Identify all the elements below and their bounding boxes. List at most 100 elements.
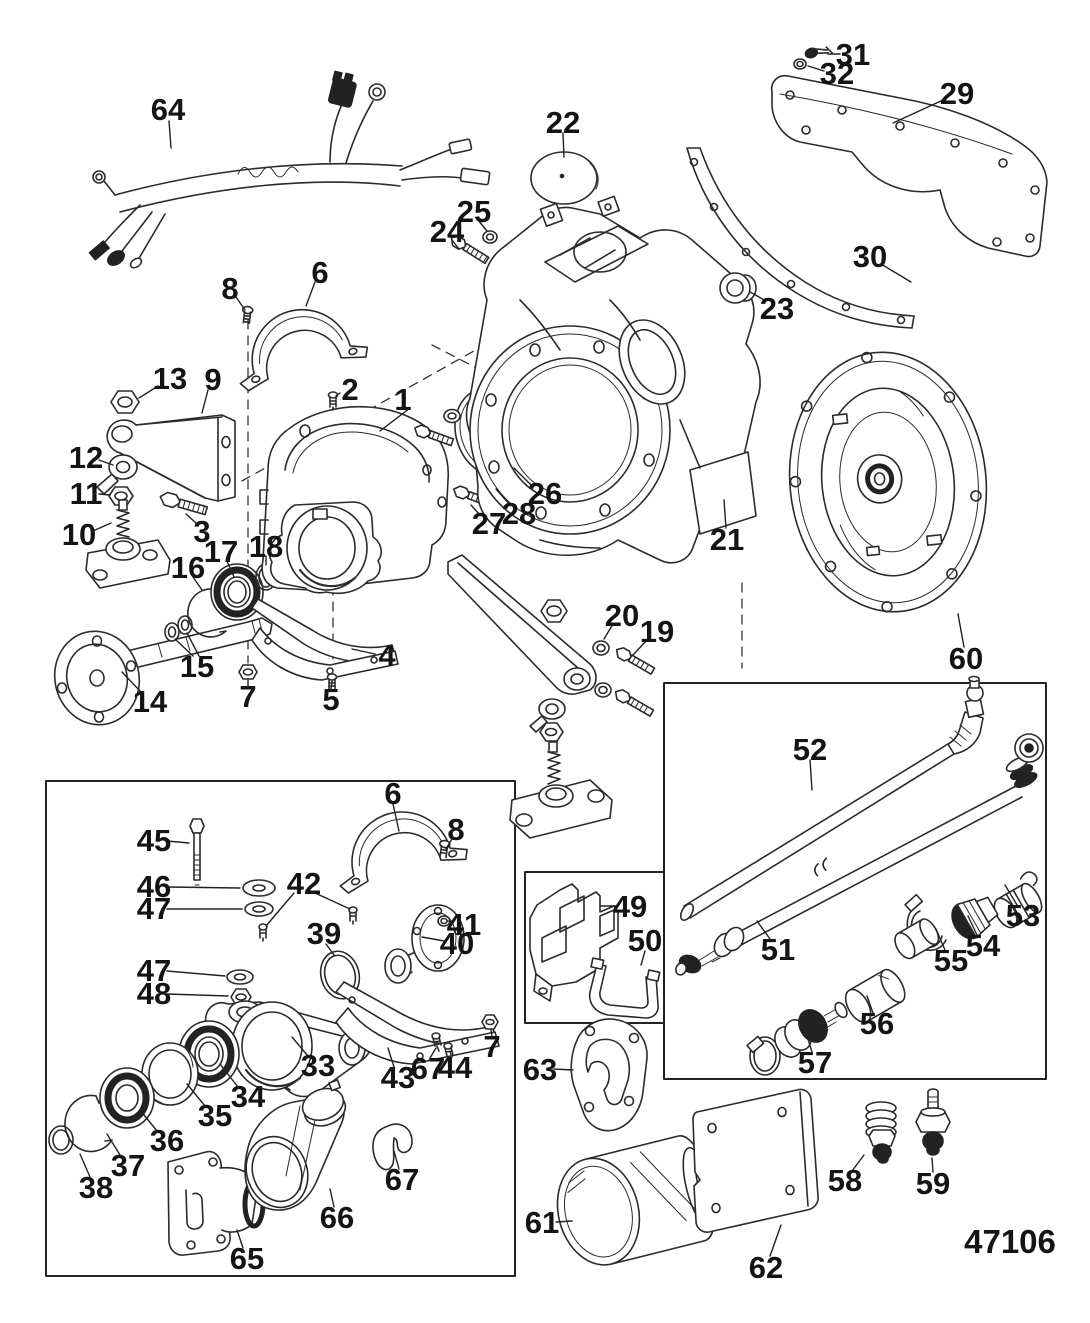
callout-3: 3 [193, 514, 210, 549]
part-8-screw-upper [241, 305, 254, 325]
part-31-screw [804, 46, 834, 59]
leader-line-11 [98, 493, 111, 496]
callout-54: 54 [966, 928, 1001, 963]
part-49-bracket [529, 883, 619, 1002]
callout-2: 2 [341, 372, 358, 407]
group-box-1 [45, 780, 516, 1277]
leader-line-39 [325, 943, 335, 956]
callout-29: 29 [940, 76, 974, 111]
part-rear-mount-locknut [539, 722, 564, 742]
callout-47: 47 [137, 891, 171, 926]
callout-7: 7 [239, 679, 256, 714]
callout-45: 45 [137, 823, 171, 858]
callout-16: 16 [171, 550, 205, 585]
part-20-washer [592, 640, 610, 656]
callout-46: 46 [137, 869, 171, 904]
callout-31: 31 [836, 37, 870, 72]
leader-line-8 [235, 296, 246, 311]
leader-line-55 [935, 928, 946, 951]
part-28-washer-upper [443, 408, 461, 424]
leader-line-47 [166, 970, 226, 977]
part-42-screws [258, 906, 358, 942]
callout-19: 19 [640, 614, 674, 649]
leader-line-61 [555, 1220, 573, 1223]
callout-5: 5 [322, 682, 339, 717]
callout-25: 25 [457, 194, 491, 229]
part-rear-mount-bracket [447, 554, 597, 695]
part-35-sleeve [141, 1042, 199, 1106]
part-53-fitting [993, 871, 1043, 929]
callout-24: 24 [430, 214, 465, 249]
callout-60: 60 [949, 641, 983, 676]
part-52-hose [679, 675, 985, 921]
callout-22: 22 [546, 105, 580, 140]
leader-line-32 [807, 65, 825, 72]
part-5-screw [326, 673, 338, 690]
callout-18: 18 [249, 529, 283, 564]
leader-line-67 [393, 1150, 400, 1170]
part-10-engine-mount [85, 499, 171, 589]
part-50-clamp [588, 957, 661, 1019]
callout-50: 50 [628, 923, 662, 958]
part-24-bolt [450, 235, 490, 265]
leader-line-43 [387, 1047, 395, 1068]
part-7-nut [238, 664, 258, 680]
part-67-screw [431, 1032, 442, 1052]
leader-line-51 [756, 920, 771, 940]
leader-line-26 [513, 467, 534, 488]
callout-39: 39 [307, 916, 341, 951]
leader-line-35 [186, 1083, 206, 1107]
leader-line-62 [769, 1224, 782, 1257]
leader-line-36 [139, 1109, 158, 1132]
leader-line-27 [470, 504, 481, 516]
callout-67: 67 [385, 1162, 419, 1197]
part-17-bearing [210, 563, 264, 621]
callout-30: 30 [853, 239, 887, 274]
group-box-3 [663, 682, 1047, 1080]
callout-53: 53 [1006, 898, 1040, 933]
part-45-long-bolt [189, 818, 205, 886]
leader-line-6 [392, 803, 400, 832]
callout-44: 44 [438, 1050, 473, 1085]
callout-43: 43 [381, 1060, 415, 1095]
callout-40: 40 [440, 926, 474, 961]
callout-33: 33 [301, 1048, 335, 1083]
part-3-bolt [159, 491, 209, 516]
leader-line-19 [631, 639, 648, 657]
leader-line-28 [495, 488, 511, 506]
leader-line-9 [201, 389, 209, 414]
callout-28: 28 [502, 496, 536, 531]
callout-6: 6 [384, 776, 401, 811]
leader-line-53 [1004, 884, 1018, 906]
leader-line-57 [806, 1035, 813, 1053]
leader-line-10 [92, 522, 112, 532]
part-43-shield [335, 981, 500, 1065]
leader-line-20 [603, 623, 614, 640]
callout-17: 17 [204, 534, 238, 569]
part-30-gasket [686, 147, 915, 329]
callout-7: 7 [483, 1029, 500, 1064]
callout-10: 10 [62, 517, 96, 552]
part-rear-mount-nut [540, 599, 568, 623]
callout-55: 55 [934, 943, 968, 978]
callout-21: 21 [710, 522, 744, 557]
callout-23: 23 [760, 291, 794, 326]
callout-8: 8 [221, 271, 238, 306]
part-60-flex-plate [788, 351, 988, 613]
part-6-clamp-shell-upper [239, 308, 369, 392]
part-7-nut-b [481, 1014, 499, 1030]
leader-line-56 [866, 995, 874, 1014]
part-56-sleeves [844, 918, 940, 1024]
leader-line-67 [429, 1047, 437, 1059]
part-19-bolt-b [614, 689, 655, 717]
callout-49: 49 [613, 889, 647, 924]
leader-line-2 [335, 392, 341, 397]
leader-line-52 [809, 759, 813, 791]
leader-line-5 [330, 680, 333, 690]
leader-line-14 [121, 671, 142, 693]
callout-67: 67 [411, 1051, 445, 1086]
callout-8: 8 [447, 812, 464, 847]
part-67-clip [372, 1123, 413, 1171]
